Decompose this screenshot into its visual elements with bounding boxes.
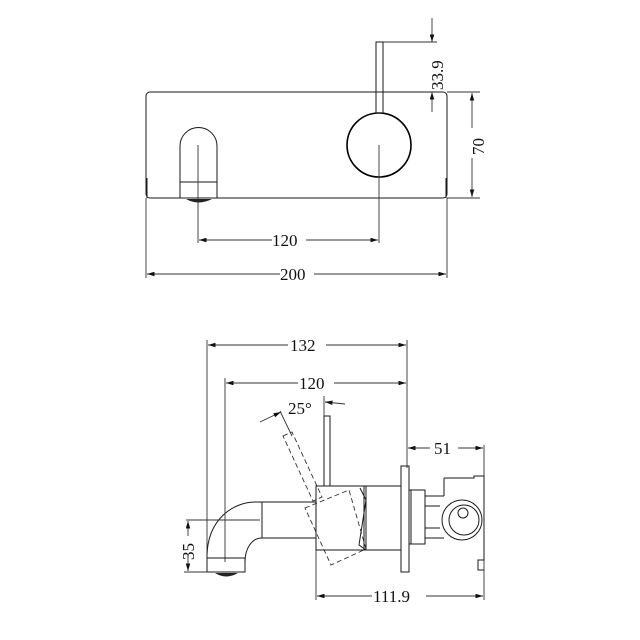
dimension-spout-to-handle: 120 bbox=[199, 231, 378, 250]
spout-outlet bbox=[179, 127, 218, 243]
side-lever-upright bbox=[323, 415, 331, 487]
dimension-spout-projection: 120 bbox=[226, 374, 406, 393]
side-valve bbox=[441, 475, 485, 571]
dim-label-51: 51 bbox=[434, 439, 451, 458]
side-spout bbox=[186, 501, 316, 577]
dim-label-35: 35 bbox=[179, 543, 198, 560]
dimension-plate-width: 200 bbox=[145, 198, 448, 284]
dimension-handle-angle: 25° bbox=[259, 396, 346, 437]
dimension-body-depth: 51 bbox=[408, 439, 483, 458]
dimension-body-length: 111.9 bbox=[317, 587, 483, 606]
dim-label-120-side: 120 bbox=[299, 374, 325, 393]
dimension-spout-height: 35 bbox=[179, 521, 207, 573]
dim-label-120-front: 120 bbox=[272, 231, 298, 250]
dim-label-25-deg: 25° bbox=[288, 399, 312, 418]
handle-lever bbox=[375, 41, 384, 114]
dim-label-132: 132 bbox=[290, 336, 316, 355]
dimension-overall-projection: 132 bbox=[208, 336, 406, 355]
side-view: 132 120 25° 51 111.9 bbox=[179, 336, 485, 606]
front-view: 33.9 70 120 200 bbox=[145, 18, 488, 284]
dimension-handle-height: 33.9 bbox=[383, 18, 447, 112]
dimension-plate-height: 70 bbox=[447, 91, 488, 199]
dim-label-70: 70 bbox=[469, 138, 488, 155]
wall-plate bbox=[145, 91, 448, 199]
handle-knob bbox=[346, 41, 412, 243]
dim-label-200: 200 bbox=[280, 265, 306, 284]
side-body bbox=[315, 465, 444, 573]
dim-label-33-9: 33.9 bbox=[428, 60, 447, 90]
dim-label-111-9: 111.9 bbox=[373, 587, 410, 606]
